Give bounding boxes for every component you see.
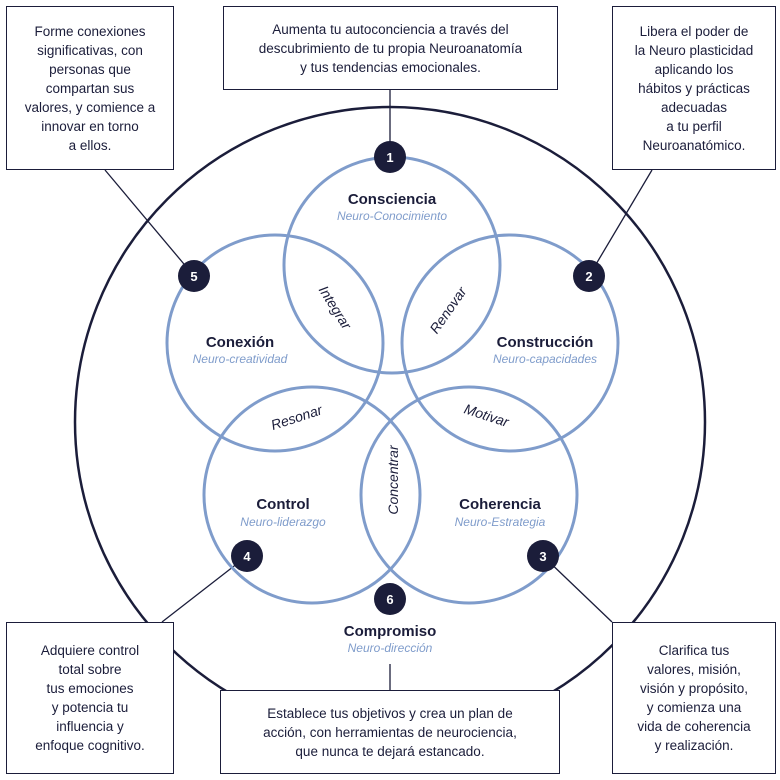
construccion-title: Construcción xyxy=(497,334,594,351)
box-top-right: Libera el poder de la Neuro plasticidad … xyxy=(612,6,776,170)
badge-5: 5 xyxy=(178,260,210,292)
badge-1: 1 xyxy=(374,141,406,173)
svg-text:2: 2 xyxy=(585,269,592,284)
lens-motivar: Motivar xyxy=(462,401,512,431)
box-top-left: Forme conexiones significativas, con per… xyxy=(6,6,174,170)
connector-top-right xyxy=(588,169,653,277)
lens-resonar: Resonar xyxy=(269,401,326,433)
consciencia-title: Consciencia xyxy=(348,191,437,208)
badge-6: 6 xyxy=(374,583,406,615)
badge-2: 2 xyxy=(573,260,605,292)
lens-integrar: Integrar xyxy=(316,283,356,334)
coherencia-subtitle: Neuro-Estrategia xyxy=(455,515,546,529)
compromiso-subtitle: Neuro-dirección xyxy=(348,641,433,655)
badge-3: 3 xyxy=(527,540,559,572)
circle-construccion xyxy=(400,233,620,453)
circle-coherencia xyxy=(359,385,579,605)
box-bottom-left: Adquiere control total sobre tus emocion… xyxy=(6,622,174,774)
construccion-subtitle: Neuro-capacidades xyxy=(493,352,597,366)
lens-renovar: Renovar xyxy=(426,283,470,337)
svg-text:1: 1 xyxy=(386,150,393,165)
connector-top-left xyxy=(104,169,195,277)
conexion-subtitle: Neuro-creatividad xyxy=(193,352,288,366)
control-subtitle: Neuro-liderazgo xyxy=(240,515,326,529)
conexion-title: Conexión xyxy=(206,334,274,351)
svg-text:6: 6 xyxy=(386,592,393,607)
control-title: Control xyxy=(256,496,309,513)
circle-control xyxy=(202,385,422,605)
coherencia-title: Coherencia xyxy=(459,496,541,513)
box-bottom: Establece tus objetivos y crea un plan d… xyxy=(220,690,560,774)
badge-4: 4 xyxy=(231,540,263,572)
circle-conexion xyxy=(165,233,385,453)
svg-text:5: 5 xyxy=(190,269,197,284)
svg-text:3: 3 xyxy=(539,549,546,564)
circle-consciencia xyxy=(282,155,502,375)
box-top: Aumenta tu autoconciencia a través del d… xyxy=(223,6,558,90)
box-bottom-right: Clarifica tus valores, misión, visión y … xyxy=(612,622,776,774)
compromiso-title: Compromiso xyxy=(344,623,437,640)
connector-bottom-left xyxy=(161,555,248,623)
consciencia-subtitle: Neuro-Conocimiento xyxy=(337,209,447,223)
lens-concentrar: Concentrar xyxy=(385,444,401,515)
svg-text:4: 4 xyxy=(243,549,251,564)
